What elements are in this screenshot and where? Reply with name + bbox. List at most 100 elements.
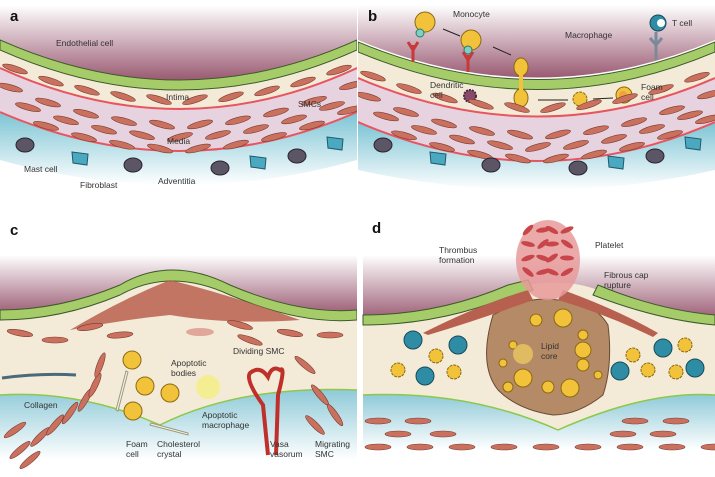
smooth-muscle-cell — [373, 111, 399, 122]
smooth-muscle-cell — [218, 91, 244, 103]
smooth-muscle-cell — [227, 320, 253, 330]
smooth-muscle-cell — [695, 114, 715, 125]
smooth-muscle-cell — [276, 328, 304, 338]
mast-cell — [645, 148, 665, 164]
label-platelet: Platelet — [595, 240, 624, 250]
mast-cell — [210, 160, 230, 176]
collagen-fibre — [1, 372, 77, 380]
lumen — [358, 5, 715, 78]
smooth-muscle-cell — [33, 121, 59, 131]
fibrous-cap — [70, 280, 300, 330]
smooth-muscle-cell — [697, 89, 715, 100]
external-elastic-lamina — [0, 388, 357, 426]
label-media: Media — [167, 136, 191, 146]
smooth-muscle-cell — [658, 443, 686, 451]
platelet — [522, 224, 534, 236]
panel-a-normal-artery: a Endothelial cell Intima SMCs Media Mas… — [0, 0, 357, 215]
smooth-muscle-cell — [261, 132, 287, 142]
smooth-muscle-cell — [621, 117, 647, 127]
panel-a-illustration — [0, 5, 357, 185]
smooth-muscle-cell — [71, 132, 97, 142]
smooth-muscle-cell — [76, 322, 104, 332]
platelet — [521, 254, 535, 262]
smooth-muscle-cell — [621, 417, 649, 425]
fibroblast — [607, 155, 625, 170]
smooth-muscle-cell — [404, 417, 432, 425]
smooth-muscle-cell — [316, 331, 344, 339]
smooth-muscle-cell — [507, 129, 533, 140]
smooth-muscle-cell — [263, 107, 289, 118]
smooth-muscle-cell — [337, 105, 357, 115]
smooth-muscle-cell — [110, 91, 136, 102]
smooth-muscle-cell — [525, 142, 551, 152]
external-elastic-lamina — [358, 121, 715, 162]
smooth-muscle-cell — [574, 443, 602, 451]
smooth-muscle-cell — [649, 430, 677, 438]
smooth-muscle-cell — [429, 142, 455, 152]
label-mast-cell: Mast cell — [24, 164, 58, 174]
smooth-muscle-cell — [281, 114, 307, 125]
smooth-muscle-cell — [3, 421, 27, 439]
panel-label: d — [372, 220, 382, 237]
apoptotic-macrophage — [196, 375, 220, 399]
mast-cell — [287, 148, 307, 164]
lipid-core-foam-cells — [498, 308, 603, 398]
smooth-muscle-cell — [254, 85, 280, 97]
platelet — [546, 253, 558, 263]
adhesion-molecule-2 — [461, 51, 475, 72]
smooth-muscle-cell — [149, 119, 175, 130]
smooth-muscle-cell — [243, 124, 269, 134]
smooth-muscle-cell — [358, 91, 381, 102]
smooth-muscle-cell — [393, 107, 419, 117]
smooth-muscle-cell — [616, 443, 644, 451]
label-dividing-smc: Dividing SMC — [233, 346, 285, 356]
smooth-muscle-cell — [111, 116, 137, 126]
label-collagen: Collagen — [24, 400, 58, 410]
smooth-muscle-cell — [657, 130, 683, 140]
external-elastic-lamina — [0, 111, 357, 152]
smooth-muscle-cell — [468, 99, 494, 110]
smooth-muscle-cell — [563, 140, 589, 150]
smooth-muscle-cell — [326, 64, 352, 76]
label-fibroblast: Fibroblast — [80, 180, 118, 190]
smooth-muscle-cell — [74, 85, 100, 96]
smooth-muscle-cell — [46, 414, 64, 436]
smooth-muscle-cell — [581, 149, 607, 160]
smooth-muscle-cell — [53, 115, 79, 126]
apoptotic-macrophage — [513, 344, 533, 364]
smooth-muscle-cell — [487, 140, 513, 150]
smooth-muscle-cell — [290, 76, 316, 88]
cholesterol-crystals — [115, 370, 189, 436]
smooth-muscle-cell — [391, 130, 417, 141]
smooth-muscle-cell — [0, 82, 23, 93]
mast-cell — [481, 157, 501, 173]
smooth-muscle-cell — [15, 102, 41, 112]
smooth-muscle-cell — [299, 120, 325, 131]
monocyte-2 — [460, 29, 482, 55]
fibroblast — [326, 136, 344, 151]
label-endothelial-cell: Endothelial cell — [56, 38, 114, 48]
smooth-muscle-cell — [319, 101, 345, 111]
internal-elastic-lamina — [0, 67, 357, 110]
panel-label: a — [10, 8, 19, 25]
platelet — [545, 268, 559, 276]
smooth-muscle-cell — [448, 443, 476, 451]
label-macrophage: Macrophage — [565, 30, 613, 40]
panel-label: c — [10, 222, 19, 239]
fibroblast — [429, 151, 447, 166]
label-adventitia: Adventitia — [158, 176, 196, 186]
macrophages — [390, 337, 693, 380]
platelet — [545, 241, 559, 247]
internal-elastic-lamina — [358, 77, 715, 118]
smooth-muscle-cell — [601, 134, 627, 144]
smooth-muscle-cell — [684, 72, 710, 83]
fibroblast — [71, 151, 89, 166]
endothelium — [0, 269, 357, 322]
